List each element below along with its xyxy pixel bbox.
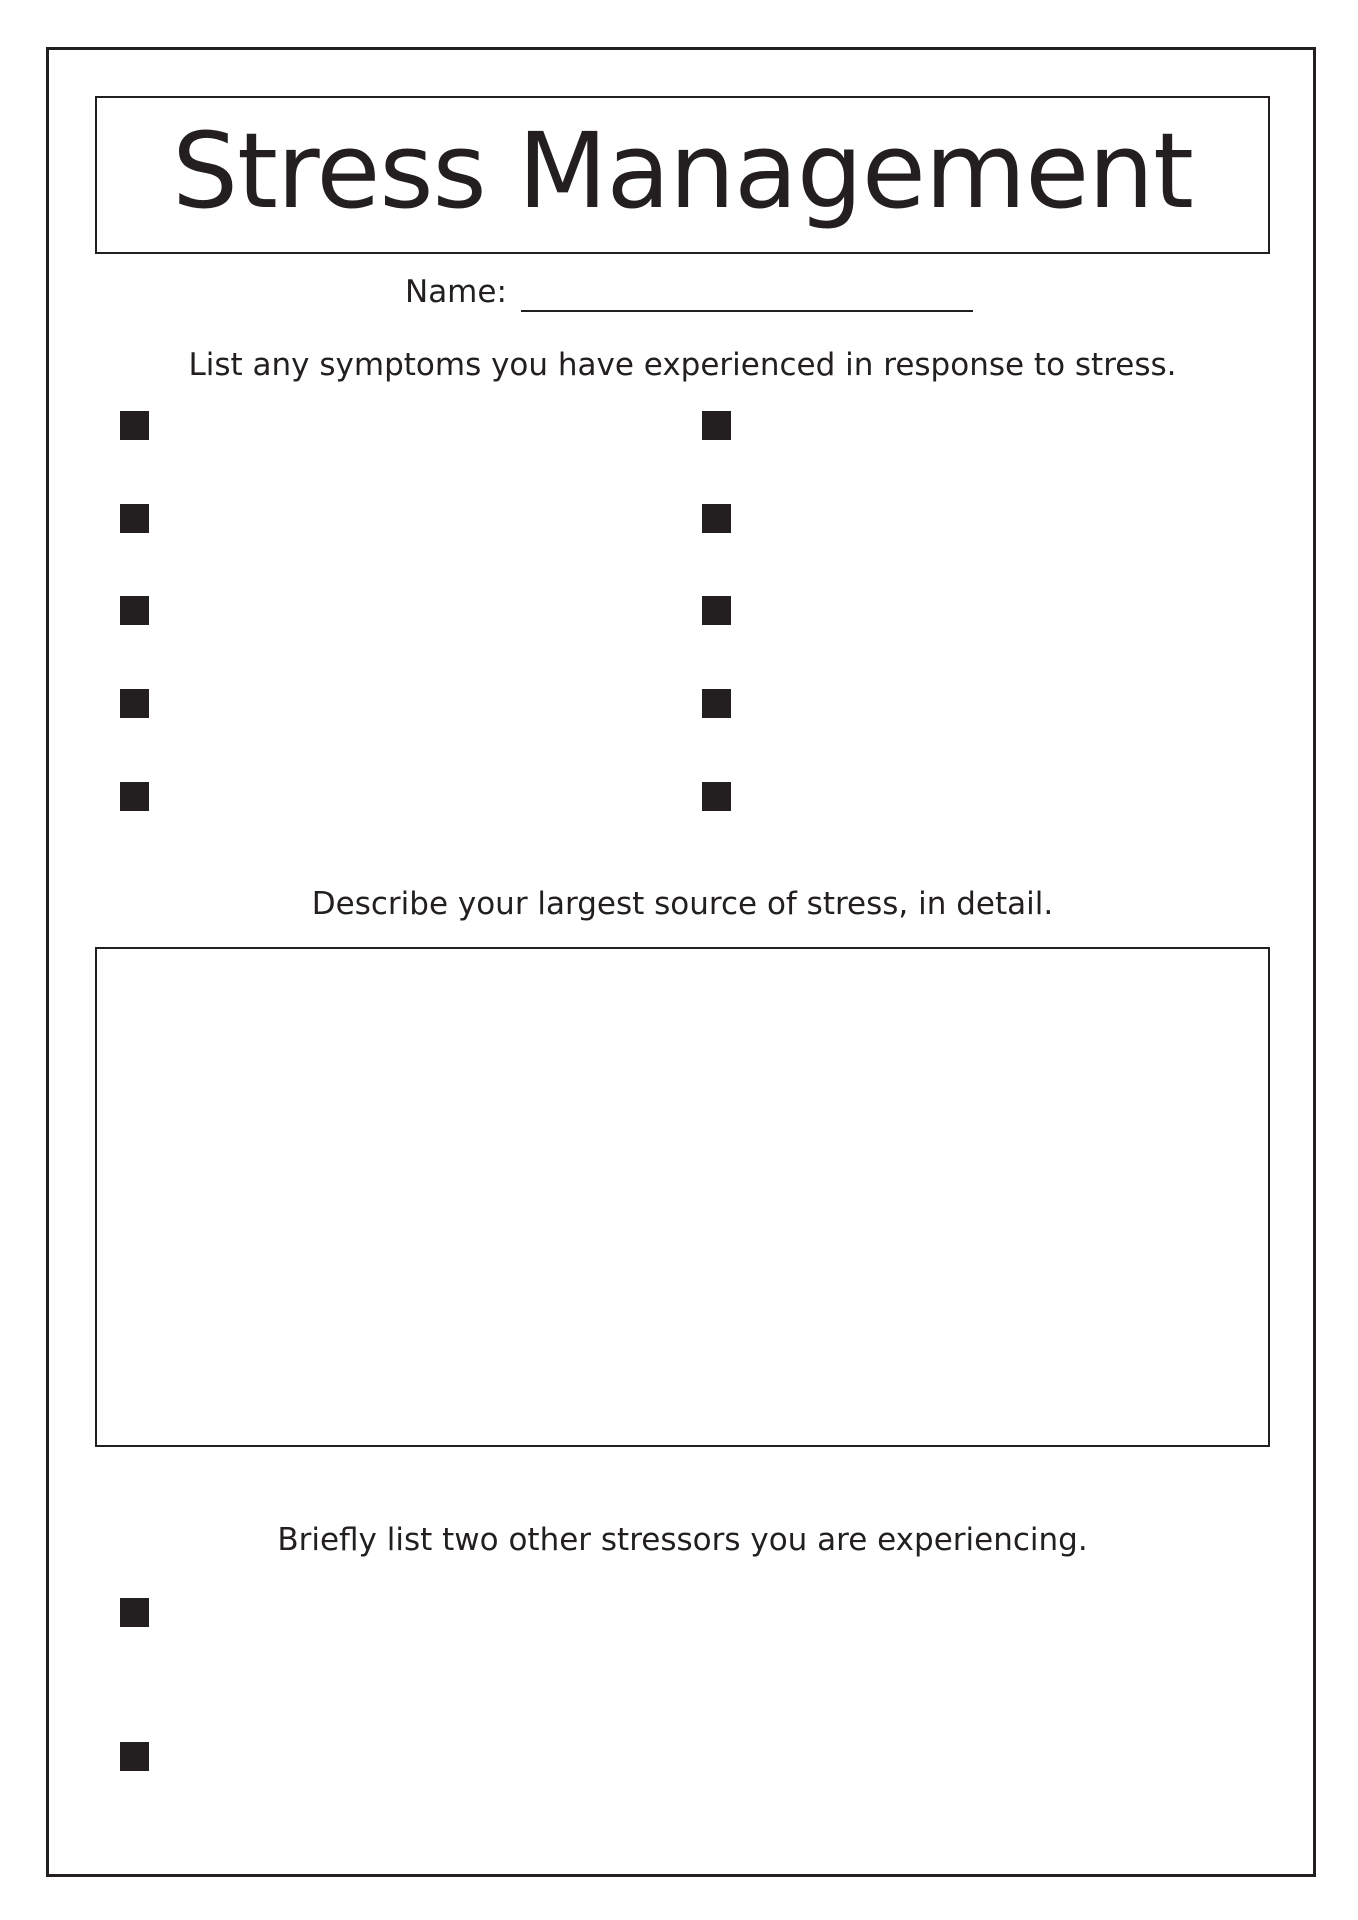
stress-source-prompt: Describe your largest source of stress, … xyxy=(311,886,1054,922)
title-box: Stress Management xyxy=(95,96,1270,254)
symptom-bullet[interactable] xyxy=(702,411,731,440)
stress-source-answer-box[interactable] xyxy=(95,947,1270,1447)
stressor-bullet[interactable] xyxy=(120,1742,149,1771)
name-field[interactable] xyxy=(520,310,973,312)
page-border xyxy=(46,47,1316,1877)
symptom-bullet[interactable] xyxy=(120,411,149,440)
symptom-bullet[interactable] xyxy=(702,504,731,533)
symptom-bullet[interactable] xyxy=(702,782,731,811)
other-stressors-prompt: Briefly list two other stressors you are… xyxy=(277,1522,1088,1558)
symptom-bullet[interactable] xyxy=(120,596,149,625)
symptom-bullet[interactable] xyxy=(702,596,731,625)
page-title: Stress Management xyxy=(172,110,1194,232)
name-row: Name: xyxy=(405,268,973,314)
name-label: Name: xyxy=(405,274,507,310)
symptom-bullet[interactable] xyxy=(120,504,149,533)
symptom-bullet[interactable] xyxy=(702,689,731,718)
stressor-bullet[interactable] xyxy=(120,1598,149,1627)
symptoms-prompt: List any symptoms you have experienced i… xyxy=(188,347,1177,383)
symptom-bullet[interactable] xyxy=(120,689,149,718)
symptom-bullet[interactable] xyxy=(120,782,149,811)
